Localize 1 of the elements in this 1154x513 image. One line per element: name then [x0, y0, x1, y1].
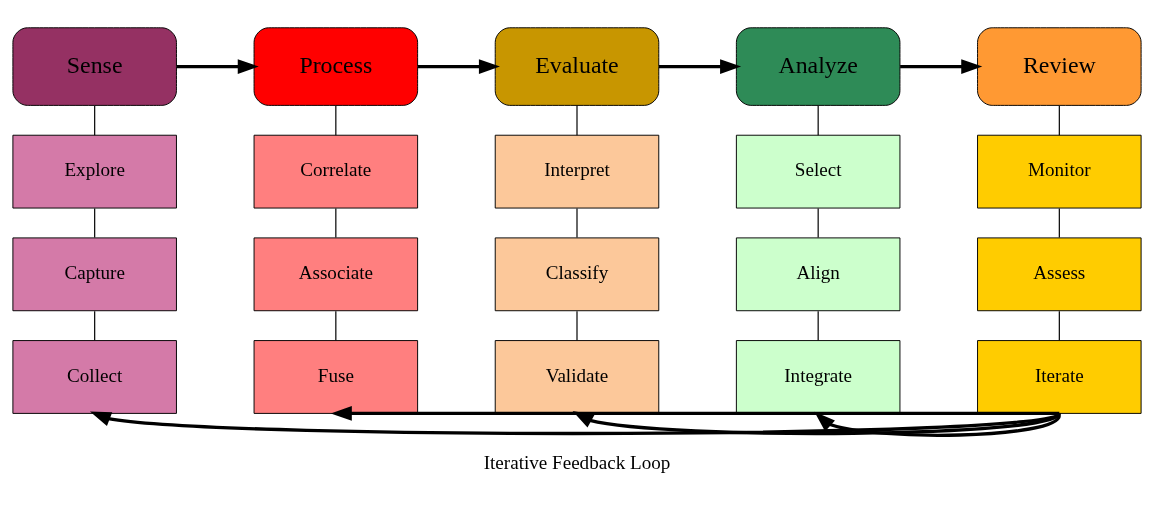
label: Iterative Feedback Loop [483, 451, 671, 473]
